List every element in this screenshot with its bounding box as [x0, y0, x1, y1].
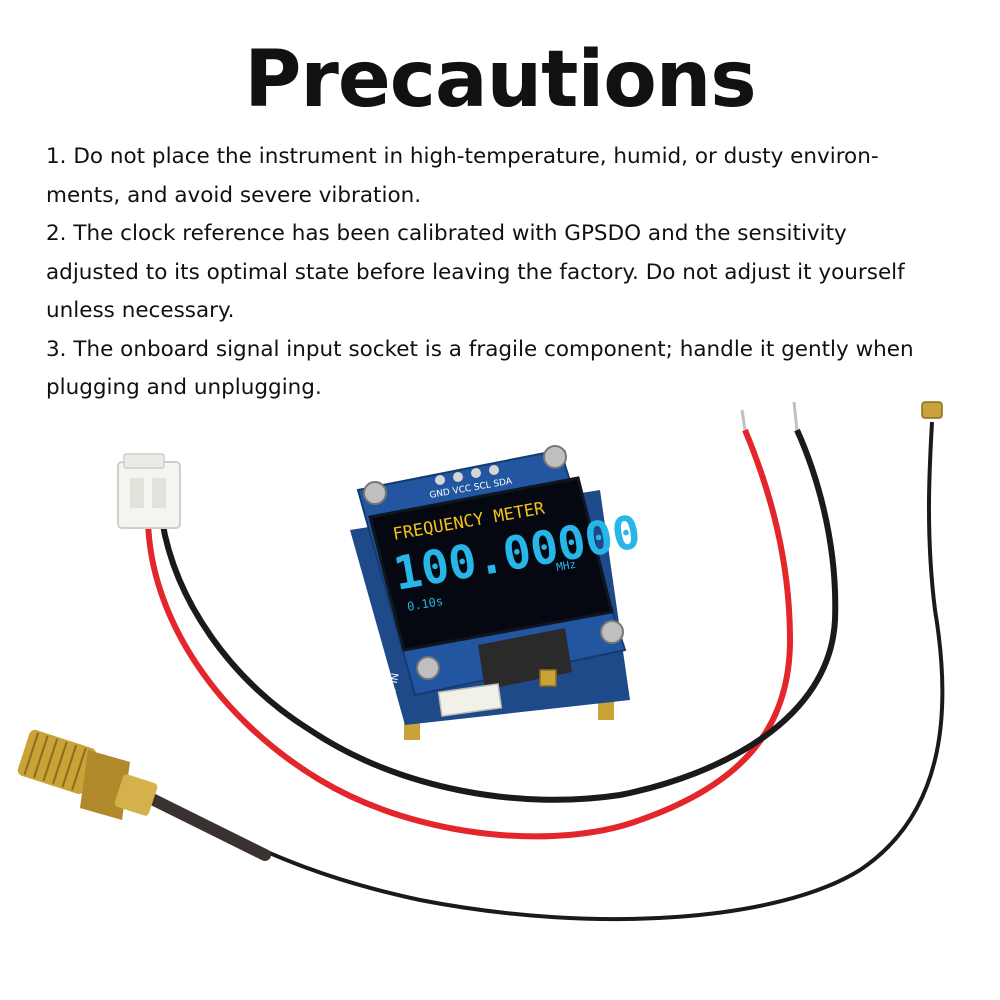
- precaution-item: 2. The clock reference has been calibrat…: [46, 221, 905, 323]
- power-label: 5V IN: [386, 672, 401, 700]
- wire-tip-red: [740, 409, 747, 431]
- precautions-list: 1. Do not place the instrument in high-t…: [46, 138, 946, 408]
- wire-tip-black: [792, 401, 799, 431]
- jst-plug-icon: [117, 453, 181, 529]
- black-wire: [159, 428, 839, 803]
- precaution-item: 3. The onboard signal input socket is a …: [46, 336, 914, 401]
- display-gate-time: 0.10s: [406, 594, 444, 614]
- cable-jacket: [144, 792, 271, 861]
- ufl-connector-icon: [921, 401, 943, 419]
- antenna-cable: [149, 421, 945, 922]
- precaution-item: 1. Do not place the instrument in high-t…: [46, 144, 879, 208]
- red-wire: [145, 428, 794, 840]
- sma-connector-icon: [17, 729, 158, 820]
- frequency-meter-module: GND VCC SCL SDA FREQUENCY METER 100.0000…: [350, 445, 644, 740]
- page-title: Precautions: [244, 35, 757, 125]
- display-unit: MHz: [555, 558, 577, 574]
- product-illustration: GND VCC SCL SDA FREQUENCY METER 100.0000…: [0, 400, 1000, 1000]
